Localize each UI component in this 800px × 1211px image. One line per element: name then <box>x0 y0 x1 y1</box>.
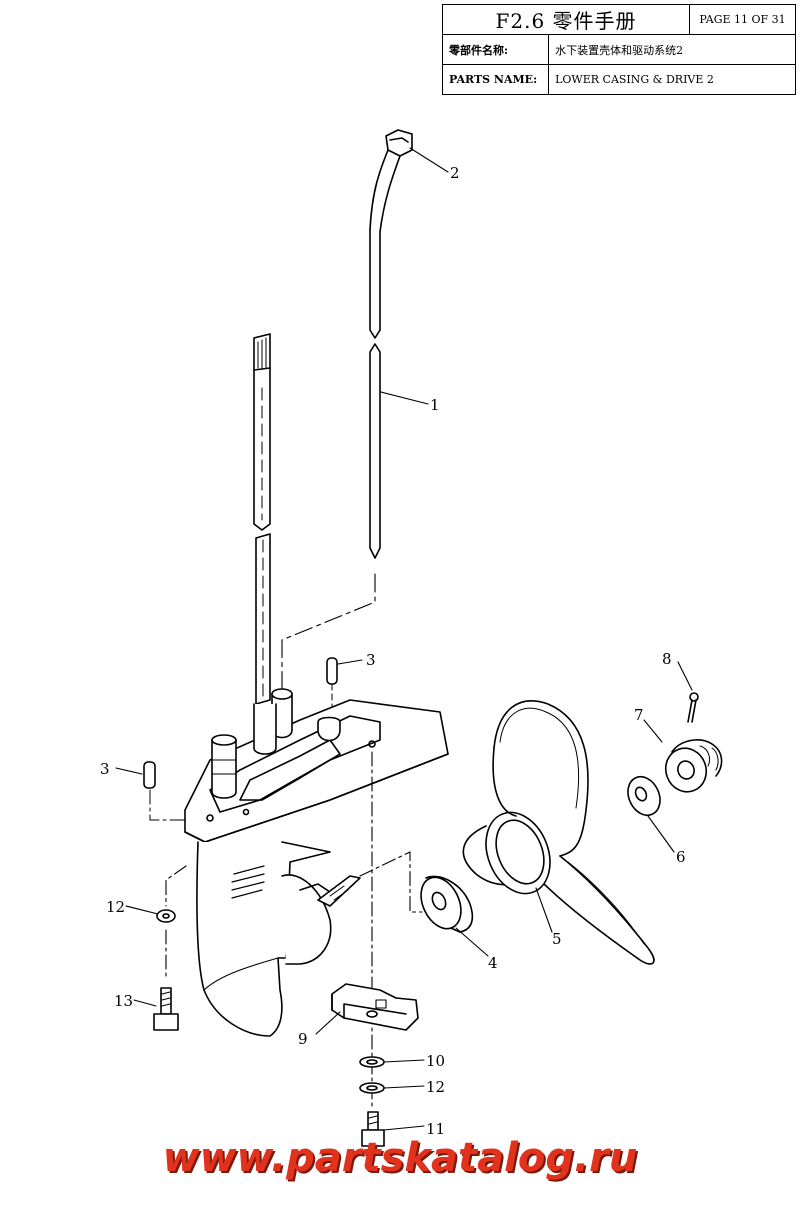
callout-9: 9 <box>298 1030 308 1048</box>
part-12-washer-bottom <box>359 1082 385 1094</box>
callout-1: 1 <box>430 396 440 414</box>
part-3-dowel-pin-left <box>143 761 207 821</box>
callout-3-left: 3 <box>100 760 110 778</box>
callout-7: 7 <box>634 706 644 724</box>
part-6-washer <box>627 775 661 817</box>
cn-name-label: 零部件名称: <box>443 35 550 64</box>
callout-8: 8 <box>662 650 672 668</box>
en-name-label: PARTS NAME: <box>443 65 550 94</box>
callout-labels: 1 2 3 3 4 5 6 7 8 9 10 12 11 12 13 <box>100 164 686 1138</box>
callout-10: 10 <box>426 1052 445 1070</box>
part-13-bolt <box>153 987 179 1031</box>
callout-3-right: 3 <box>366 651 376 669</box>
drive-shaft <box>253 333 271 705</box>
part-2-grommet <box>369 129 413 233</box>
cn-name-value: 水下装置壳体和驱动系统2 <box>555 43 684 57</box>
callout-12-bottom: 12 <box>426 1078 445 1096</box>
tube-centerline <box>281 573 376 691</box>
manual-title: F2.6 零件手册 <box>441 4 691 35</box>
part-4-spacer <box>420 875 474 933</box>
part-1-water-tube <box>369 229 381 559</box>
part-3-dowel-pin-right <box>326 657 338 717</box>
part-8-cotter-pin <box>687 692 699 723</box>
title-block: F2.6 零件手册 PAGE 11 OF 31 零部件名称: 水下装置壳体和驱动… <box>441 4 796 95</box>
watermark-url: www.partskatalog.ru <box>162 1135 638 1181</box>
part-5-propeller <box>462 700 655 965</box>
leader-lines <box>115 147 693 1131</box>
callout-13: 13 <box>114 992 133 1010</box>
en-name-value: LOWER CASING & DRIVE 2 <box>555 73 714 86</box>
callout-5: 5 <box>552 930 562 948</box>
callout-12-left: 12 <box>106 898 125 916</box>
callout-4: 4 <box>488 954 498 972</box>
page-indicator: PAGE 11 OF 31 <box>689 4 796 35</box>
callout-2: 2 <box>450 164 460 182</box>
callout-6: 6 <box>676 848 686 866</box>
part-11-bolt <box>361 1111 385 1147</box>
callout-11: 11 <box>426 1120 445 1138</box>
cn-name-row: 零部件名称: 水下装置壳体和驱动系统2 <box>442 34 796 65</box>
part-9-anode <box>331 983 419 1031</box>
en-name-row: PARTS NAME: LOWER CASING & DRIVE 2 <box>442 64 796 95</box>
part-12-washer-left <box>156 909 176 923</box>
title-block-table: F2.6 零件手册 PAGE 11 OF 31 零部件名称: 水下装置壳体和驱动… <box>441 4 796 95</box>
lower-casing <box>165 688 449 1111</box>
part-10-washer <box>359 1056 385 1068</box>
part-7-nut <box>664 739 723 793</box>
